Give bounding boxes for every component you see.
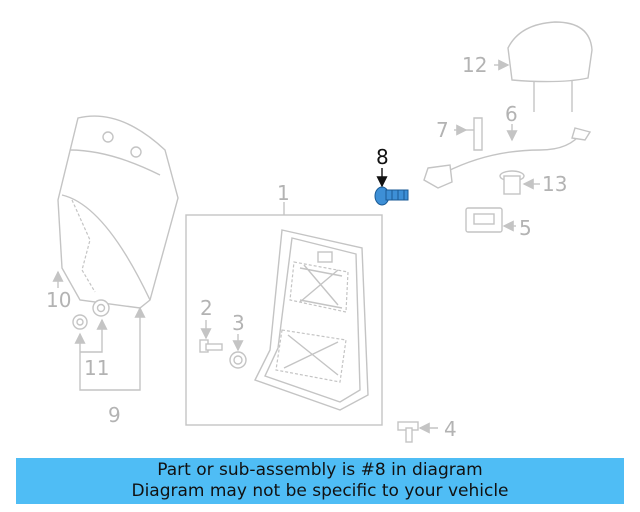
callout-13: 13	[542, 172, 567, 196]
callout-2: 2	[200, 296, 213, 320]
info-banner: Part or sub-assembly is #8 in diagram Di…	[16, 458, 624, 504]
bolt-part-4[interactable]	[397, 421, 419, 443]
headrest-part[interactable]	[507, 21, 593, 112]
bolt-part-2[interactable]	[199, 339, 223, 353]
guide-part[interactable]	[499, 170, 525, 195]
bracket-part[interactable]	[466, 117, 483, 151]
callout-7: 7	[436, 118, 449, 142]
bolt-part-8-highlighted[interactable]	[374, 186, 409, 206]
nut-part-3[interactable]	[229, 351, 247, 369]
callout-1: 1	[277, 181, 290, 205]
callout-12: 12	[462, 53, 487, 77]
seatback-frame-part[interactable]	[254, 229, 369, 411]
release-cable-part[interactable]	[423, 127, 592, 189]
grommet-part[interactable]	[92, 299, 110, 317]
callout-10: 10	[46, 288, 71, 312]
callout-3: 3	[232, 311, 245, 335]
callout-6: 6	[505, 102, 518, 126]
banner-line-disclaimer: Diagram may not be specific to your vehi…	[131, 481, 509, 501]
callout-8: 8	[376, 145, 389, 169]
callout-9: 9	[108, 403, 121, 427]
release-button-part[interactable]	[465, 207, 503, 233]
banner-line-part-number: Part or sub-assembly is #8 in diagram	[157, 460, 483, 480]
callout-11: 11	[84, 356, 109, 380]
callout-4: 4	[444, 417, 457, 441]
seatback-cover-part[interactable]	[57, 115, 179, 309]
clip-part[interactable]	[72, 314, 88, 330]
callout-5: 5	[519, 216, 532, 240]
parts-diagram: 1 2 3 4 5 6 7 8 9 10 11 12 13	[46, 21, 593, 443]
